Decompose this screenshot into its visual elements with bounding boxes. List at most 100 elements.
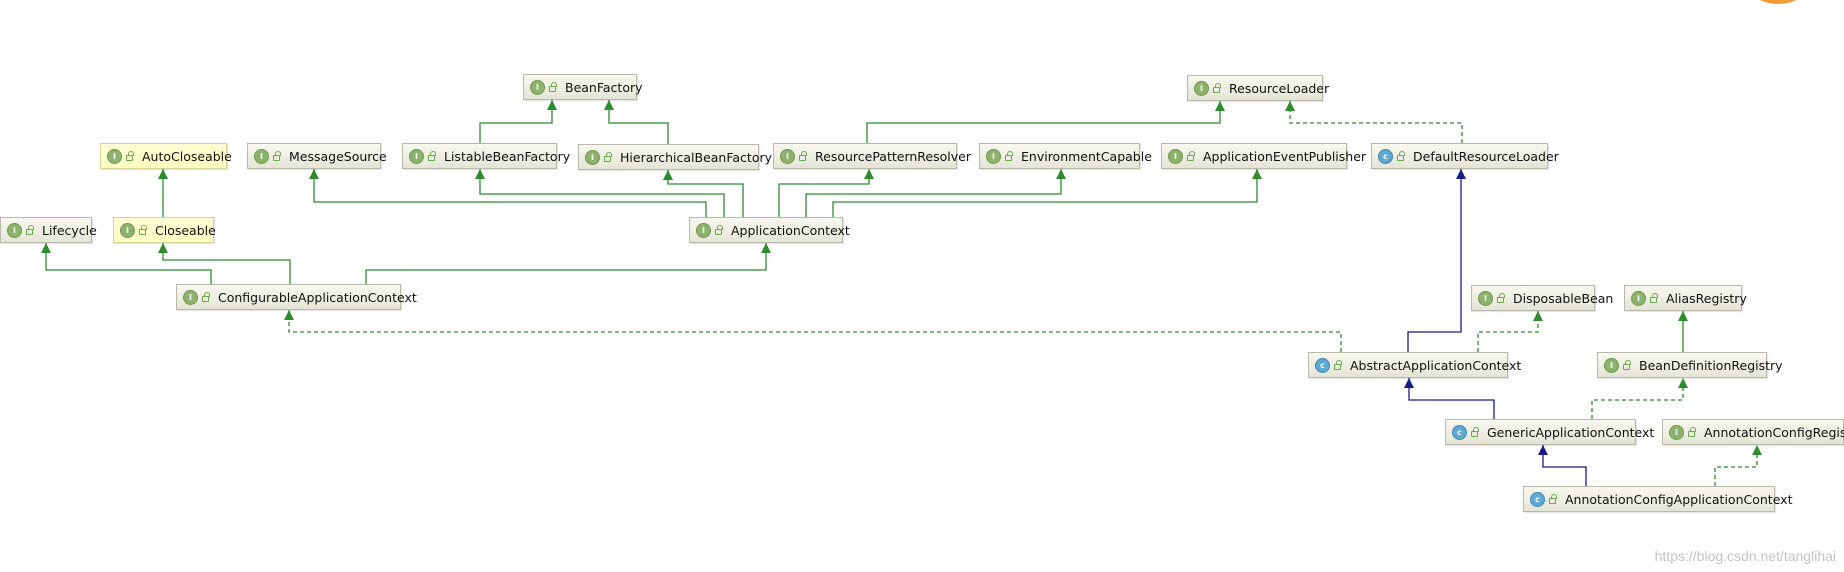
arrowhead-icon — [1456, 169, 1466, 179]
interface-badge-icon: I — [183, 289, 198, 305]
node-bean-definition-registry[interactable]: I BeanDefinitionRegistry — [1597, 352, 1783, 378]
interface-badge-icon: I — [107, 148, 122, 164]
edge-default-resource-loader-to-resource-loader — [1289, 101, 1463, 143]
lock-icon — [273, 151, 281, 161]
arrowhead-icon — [475, 169, 485, 179]
lock-icon — [1471, 427, 1479, 437]
arrowhead-icon — [1678, 378, 1688, 388]
arrowhead-icon — [1056, 169, 1066, 179]
node-label: ConfigurableApplicationContext — [218, 289, 417, 305]
lock-icon — [799, 151, 807, 161]
arrowhead-icon — [1215, 101, 1225, 111]
class-badge-icon: c — [1315, 357, 1330, 373]
lock-icon — [1397, 151, 1405, 161]
node-label: AnnotationConfigApplicationContext — [1565, 491, 1793, 507]
edge-application-context-to-resource-pattern-resolver — [778, 169, 870, 217]
node-lifecycle[interactable]: I Lifecycle — [0, 217, 97, 243]
node-label: AutoCloseable — [142, 148, 232, 164]
node-listable-bean-factory[interactable]: I ListableBeanFactory — [402, 143, 570, 169]
class-badge-icon: c — [1378, 148, 1393, 164]
interface-badge-icon: I — [585, 149, 600, 165]
watermark: https://blog.csdn.net/tanglihai — [1654, 548, 1836, 564]
edge-annotation-config-application-context-to-annotation-config-registry — [1714, 445, 1758, 486]
edge-annotation-config-application-context-to-generic-application-context — [1542, 445, 1587, 486]
lock-icon — [715, 225, 723, 235]
arrowhead-icon — [158, 243, 168, 253]
class-badge-icon: c — [1530, 491, 1545, 507]
interface-badge-icon: I — [409, 148, 424, 164]
edge-hierarchical-bean-factory-to-bean-factory — [608, 100, 669, 144]
node-resource-pattern-resolver[interactable]: I ResourcePatternResolver — [773, 143, 971, 169]
edge-configurable-application-context-to-lifecycle — [45, 243, 212, 284]
node-resource-loader[interactable]: I ResourceLoader — [1187, 75, 1329, 101]
arrowhead-icon — [284, 310, 294, 320]
node-auto-closeable[interactable]: I AutoCloseable — [100, 143, 232, 169]
arrowhead-icon — [604, 100, 614, 110]
node-environment-capable[interactable]: I EnvironmentCapable — [979, 143, 1152, 169]
interface-badge-icon: I — [1631, 290, 1646, 306]
edge-generic-application-context-to-abstract-application-context — [1408, 378, 1495, 419]
arrowhead-icon — [41, 243, 51, 253]
node-label: HierarchicalBeanFactory — [620, 149, 773, 165]
interface-badge-icon: I — [1194, 80, 1209, 96]
node-bean-factory[interactable]: I BeanFactory — [523, 74, 643, 100]
lock-icon — [1688, 427, 1696, 437]
interface-badge-icon: I — [254, 148, 269, 164]
interface-badge-icon: I — [1669, 424, 1684, 440]
node-annotation-config-registry[interactable]: I AnnotationConfigRegistry — [1662, 419, 1844, 445]
interface-badge-icon: I — [530, 79, 545, 95]
edge-application-context-to-listable-bean-factory — [479, 169, 725, 217]
edge-generic-application-context-to-bean-definition-registry — [1591, 378, 1684, 419]
interface-badge-icon: I — [986, 148, 1001, 164]
arrowhead-icon — [1252, 169, 1262, 179]
lock-icon — [604, 152, 612, 162]
arrowhead-icon — [1533, 311, 1543, 321]
arrowhead-icon — [547, 100, 557, 110]
lock-icon — [549, 82, 557, 92]
lock-icon — [1497, 293, 1505, 303]
interface-badge-icon: I — [1604, 357, 1619, 373]
node-label: DisposableBean — [1513, 290, 1614, 306]
node-label: ResourceLoader — [1229, 80, 1330, 96]
interface-badge-icon: I — [780, 148, 795, 164]
edge-listable-bean-factory-to-bean-factory — [479, 100, 553, 143]
arrowhead-icon — [1285, 101, 1295, 111]
lock-icon — [1187, 151, 1195, 161]
interface-badge-icon: I — [7, 222, 22, 238]
node-label: BeanDefinitionRegistry — [1639, 357, 1783, 373]
edge-resource-pattern-resolver-to-resource-loader — [866, 101, 1221, 143]
lock-icon — [126, 151, 134, 161]
arrowhead-icon — [309, 169, 319, 179]
arrowhead-icon — [1752, 445, 1762, 455]
lock-icon — [1213, 83, 1221, 93]
lock-icon — [1623, 360, 1631, 370]
edge-configurable-application-context-to-closeable — [162, 243, 291, 284]
node-configurable-application-context[interactable]: I ConfigurableApplicationContext — [176, 284, 417, 310]
arrowhead-icon — [864, 169, 874, 179]
node-hierarchical-bean-factory[interactable]: I HierarchicalBeanFactory — [578, 144, 772, 170]
node-label: Lifecycle — [42, 222, 97, 238]
arrowhead-icon — [1678, 311, 1688, 321]
edge-abstract-application-context-to-configurable-application-context — [288, 310, 1342, 352]
node-annotation-config-application-context[interactable]: c AnnotationConfigApplicationContext — [1523, 486, 1792, 512]
node-label: AnnotationConfigRegistry — [1704, 424, 1844, 440]
avatar-badge — [1752, 0, 1804, 4]
node-label: BeanFactory — [565, 79, 643, 95]
node-label: ResourcePatternResolver — [815, 148, 971, 164]
node-label: EnvironmentCapable — [1021, 148, 1152, 164]
edge-application-context-to-message-source — [313, 169, 707, 217]
node-label: ListableBeanFactory — [444, 148, 571, 164]
lock-icon — [26, 225, 34, 235]
lock-icon — [1334, 360, 1342, 370]
